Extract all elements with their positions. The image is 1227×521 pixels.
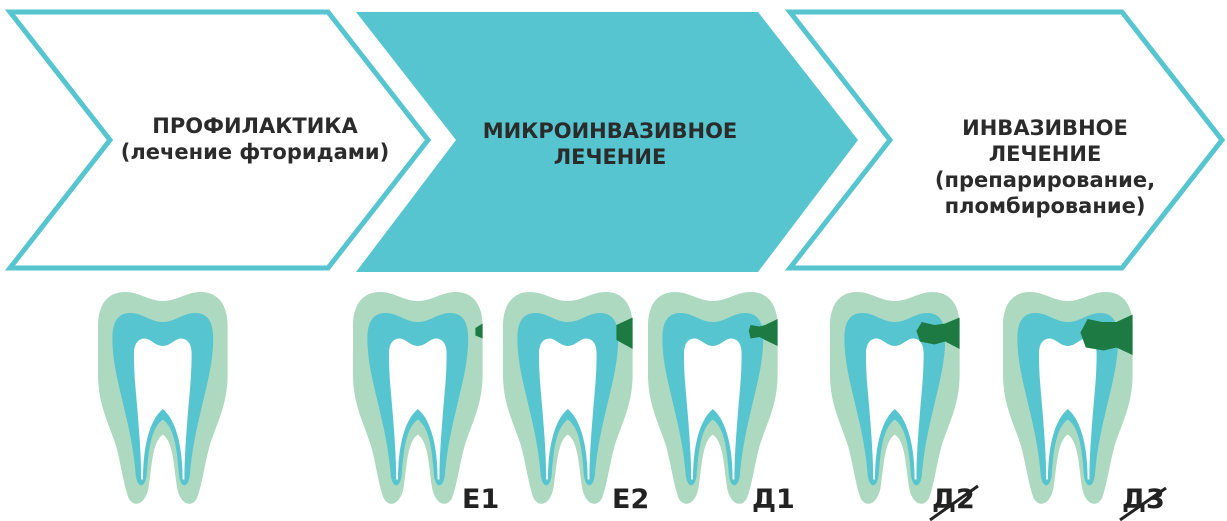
stage-microinvasive-line1: ЛЕЧЕНИЕ	[470, 144, 750, 170]
stage-prevention-text: ПРОФИЛАКТИКА (лечение фторидами)	[110, 113, 400, 165]
tooth-e2	[503, 292, 633, 504]
tooth-label-d1: Д1	[752, 484, 795, 515]
stage-microinvasive-text: МИКРОИНВАЗИВНОЕ ЛЕЧЕНИЕ	[470, 118, 750, 170]
stage-microinvasive-title: МИКРОИНВАЗИВНОЕ	[470, 118, 750, 144]
tooth-label-d3: Д3	[1122, 484, 1165, 515]
stage-invasive-title: ИНВАЗИВНОЕ	[910, 115, 1180, 141]
tooth-d2	[830, 292, 960, 504]
stage-invasive-text: ИНВАЗИВНОЕ ЛЕЧЕНИЕ (препарирование, плом…	[910, 115, 1180, 219]
stage-invasive-line2: (препарирование,	[910, 167, 1180, 193]
tooth-label-e1: Е1	[462, 484, 499, 515]
stage-prevention-title: ПРОФИЛАКТИКА	[110, 113, 400, 139]
stage-invasive-line3: пломбирование)	[910, 193, 1180, 219]
stage-prevention-line1: (лечение фторидами)	[110, 139, 400, 165]
tooth-e1	[353, 292, 483, 504]
stage-invasive-line1: ЛЕЧЕНИЕ	[910, 141, 1180, 167]
tooth-d1	[648, 292, 778, 504]
tooth-healthy	[98, 292, 228, 504]
tooth-label-d2: Д2	[932, 484, 975, 515]
tooth-d3	[1003, 292, 1133, 504]
tooth-label-e2: Е2	[612, 484, 649, 515]
